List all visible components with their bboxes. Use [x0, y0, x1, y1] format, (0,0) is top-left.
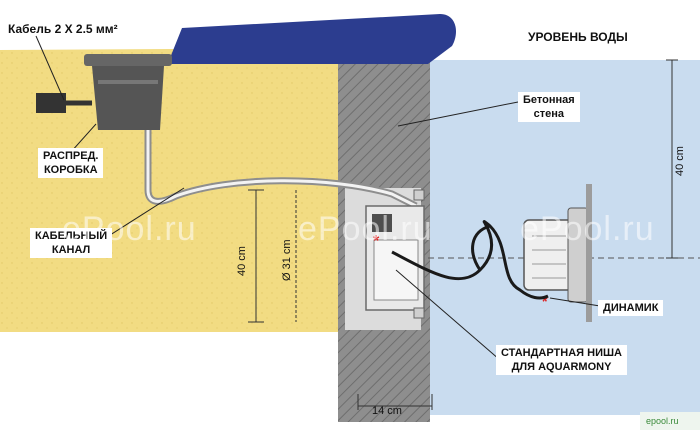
dimension-lines [248, 59, 678, 410]
pool-coping [170, 14, 456, 64]
junction-box-label-line2: КОРОБКА [43, 164, 98, 176]
dimension-14cm: 14 cm [372, 405, 402, 417]
cable-channel-label: КАБЕЛЬНЫЙ КАНАЛ [30, 228, 113, 258]
corner-site-mark: epool.ru [646, 416, 679, 426]
junction-box [84, 54, 172, 130]
corner-logo-bar [640, 412, 700, 430]
svg-text:*: * [373, 233, 380, 250]
speaker-label: ДИНАМИК [598, 300, 664, 316]
speaker-unit: * [523, 184, 592, 322]
leader-lines [35, 35, 601, 361]
cable-label: Кабель 2 X 2.5 мм² [8, 22, 118, 36]
water-level-label: УРОВЕНЬ ВОДЫ [528, 30, 628, 44]
dimension-40cm-left: 40 cm [236, 246, 248, 276]
speaker-cable [391, 220, 549, 300]
ground-lower-white [0, 332, 340, 430]
niche-label: СТАНДАРТНАЯ НИША ДЛЯ AQUARMONY [496, 345, 627, 375]
watermark-2: ePool.ru [298, 210, 433, 248]
cable-channel-label-line2: КАНАЛ [51, 244, 91, 256]
watermark-1: ePool.ru [62, 210, 197, 248]
svg-text:*: * [542, 293, 548, 309]
pool-water-top [428, 30, 700, 60]
junction-box-label: РАСПРЕД. КОРОБКА [38, 148, 104, 178]
concrete-wall-label: Бетонная стена [518, 92, 580, 122]
dimension-40cm-right: 40 cm [674, 146, 686, 176]
pool-water-bottom [428, 415, 700, 430]
incoming-cable [36, 93, 92, 113]
niche-label-line1: СТАНДАРТНАЯ НИША [501, 347, 622, 359]
niche-label-line2: ДЛЯ AQUARMONY [511, 361, 612, 373]
concrete-wall-label-line1: Бетонная [523, 94, 575, 106]
concrete-wall-label-line2: стена [533, 108, 565, 120]
junction-box-label-line1: РАСПРЕД. [43, 150, 99, 162]
dimension-31cm-diameter: Ø 31 cm [281, 239, 293, 281]
watermark-3: ePool.ru [520, 210, 655, 248]
ground-soil [0, 48, 340, 332]
cable-channel-label-line1: КАБЕЛЬНЫЙ [35, 230, 108, 242]
